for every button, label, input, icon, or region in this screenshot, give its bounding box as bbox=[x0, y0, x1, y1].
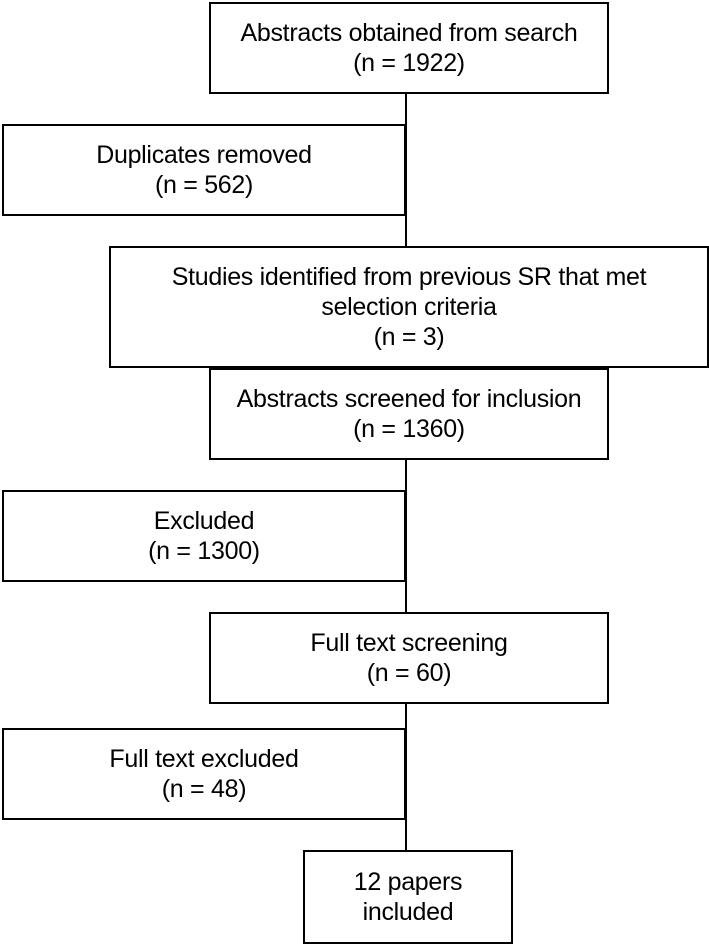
search-results-label: Abstracts obtained from search bbox=[240, 19, 578, 47]
full-text-excluded-label: Full text excluded bbox=[109, 745, 299, 773]
duplicates-removed-count: (n = 562) bbox=[154, 171, 254, 199]
full-text-excluded-count: (n = 48) bbox=[161, 775, 247, 803]
full-text-screening-box: Full text screening (n = 60) bbox=[209, 612, 609, 704]
previous-sr-studies-label-1: Studies identified from previous SR that… bbox=[171, 263, 647, 291]
search-results-count: (n = 1922) bbox=[353, 49, 465, 77]
previous-sr-studies-box: Studies identified from previous SR that… bbox=[109, 246, 709, 368]
papers-included-label-2: included bbox=[362, 898, 454, 926]
full-text-screening-label: Full text screening bbox=[310, 629, 508, 657]
full-text-excluded-box: Full text excluded (n = 48) bbox=[2, 728, 406, 820]
excluded-label: Excluded bbox=[153, 507, 255, 535]
previous-sr-studies-label-2: selection criteria bbox=[321, 293, 497, 321]
papers-included-box: 12 papers included bbox=[303, 850, 513, 944]
abstracts-screened-box: Abstracts screened for inclusion (n = 13… bbox=[209, 368, 609, 460]
abstracts-screened-label: Abstracts screened for inclusion bbox=[236, 385, 582, 413]
abstracts-screened-count: (n = 1360) bbox=[353, 415, 465, 443]
search-results-box: Abstracts obtained from search (n = 1922… bbox=[209, 2, 609, 94]
duplicates-removed-label: Duplicates removed bbox=[96, 141, 312, 169]
previous-sr-studies-count: (n = 3) bbox=[373, 323, 445, 351]
full-text-screening-count: (n = 60) bbox=[366, 659, 452, 687]
excluded-count: (n = 1300) bbox=[148, 537, 260, 565]
duplicates-removed-box: Duplicates removed (n = 562) bbox=[2, 124, 406, 216]
excluded-box: Excluded (n = 1300) bbox=[2, 490, 406, 582]
papers-included-label-1: 12 papers bbox=[353, 868, 463, 896]
